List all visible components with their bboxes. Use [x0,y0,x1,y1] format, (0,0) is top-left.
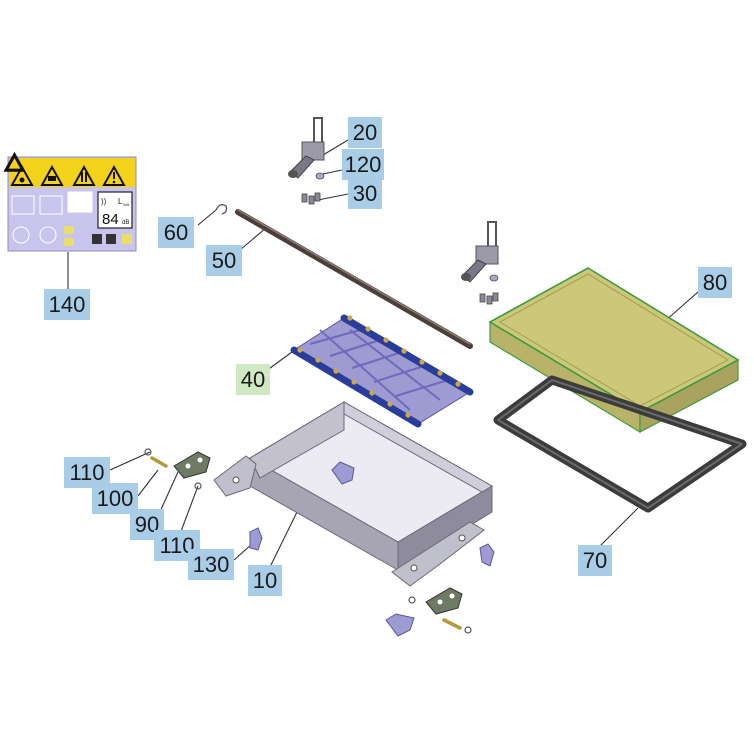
rod-part-50 [235,209,473,349]
warning-triangle-icon [3,151,26,172]
callout-80: 80 [698,267,732,298]
washer-part-120 [315,172,325,180]
frame-part-10 [213,401,493,587]
sound-level-symbol: L [118,197,123,206]
svg-text:)): )) [101,197,107,206]
ring-part-110 [144,448,202,490]
decibel-unit: dB [122,220,129,226]
sound-level-subscript: WA [123,202,130,207]
warning-label-part-140: )) L WA 84 dB [3,151,137,252]
callout-20: 20 [348,117,382,148]
callout-130: 130 [188,549,234,580]
callout-30: 30 [348,178,382,209]
callout-40: 40 [236,364,270,395]
callout-120: 120 [342,149,384,180]
callout-70: 70 [578,545,612,576]
pin-part-100 [150,456,168,468]
callout-110-upper: 110 [64,457,110,488]
ring-part-60 [215,204,228,215]
callout-140: 140 [44,289,90,320]
bracket-duplicate [408,587,472,634]
bracket-part-90 [173,451,211,479]
callout-50: 50 [206,245,242,276]
leader-lines [67,139,699,572]
screws-part-30 [301,192,321,205]
latch-duplicate [461,221,499,305]
decibel-value: 84 [102,211,119,228]
rail-assembly-part-40 [290,314,474,428]
clip-part-130 [249,527,495,637]
callout-100: 100 [92,483,138,514]
callout-10: 10 [248,565,282,596]
callout-60: 60 [158,217,194,248]
latch-part-20 [288,117,325,179]
gasket-part-70 [493,375,747,513]
hazard-triangles [10,164,126,186]
